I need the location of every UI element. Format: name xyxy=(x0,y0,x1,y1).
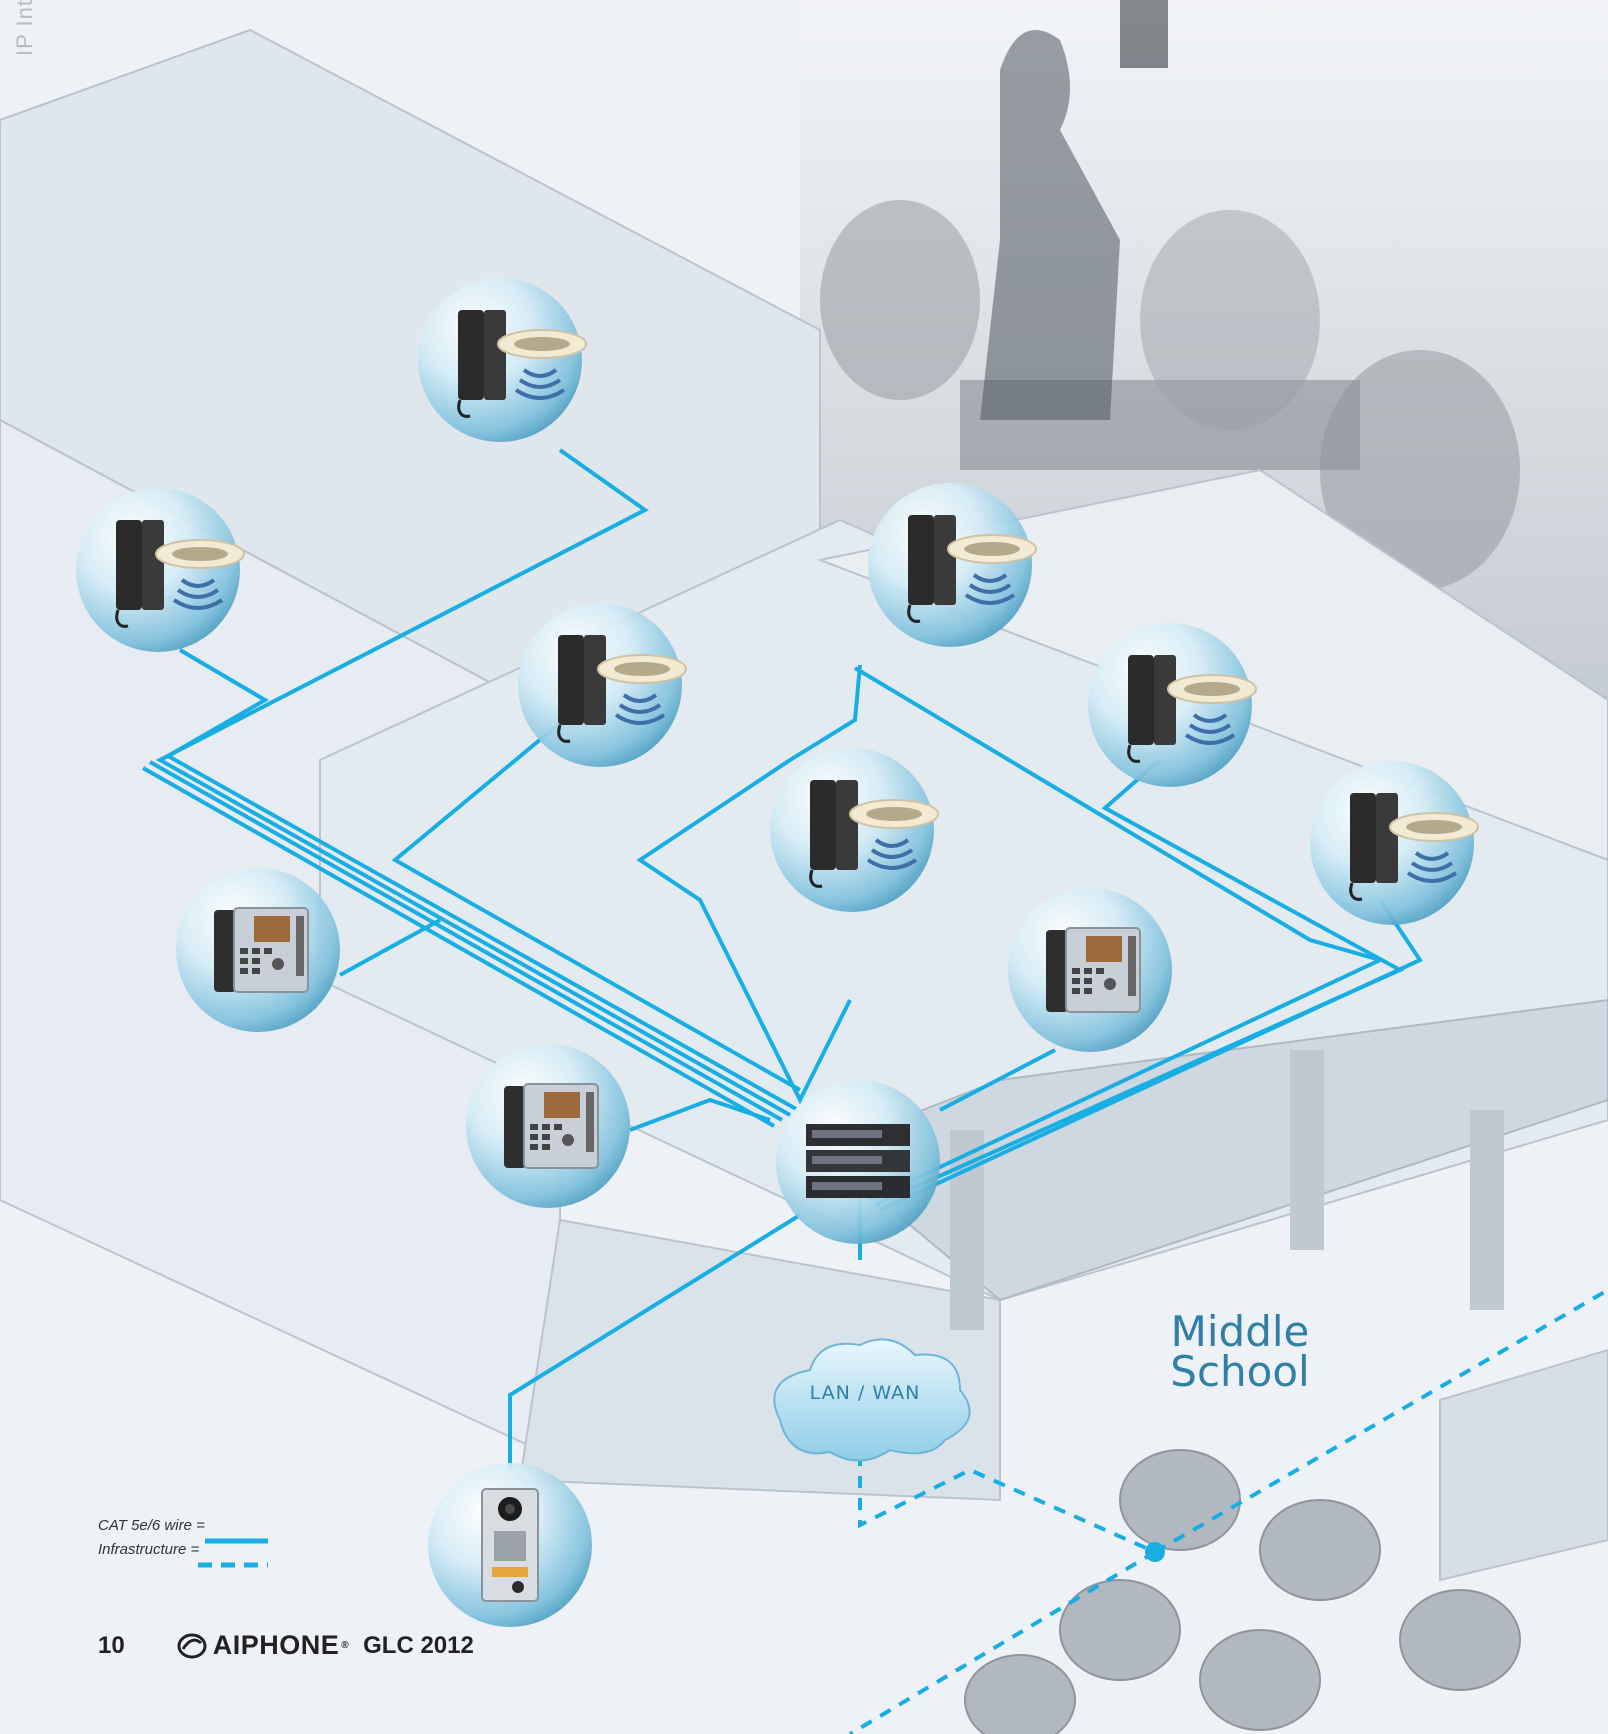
infrastructure-line xyxy=(858,1410,1156,1554)
legend: CAT 5e/6 wire = Infrastructure = xyxy=(98,1514,205,1562)
network-label: LAN / WAN xyxy=(809,1382,921,1404)
legend-row-infrastructure: Infrastructure = xyxy=(98,1538,205,1562)
side-section-label: IP Int xyxy=(12,0,37,56)
wire-line xyxy=(636,664,862,1105)
wire-line xyxy=(149,760,783,1122)
wire-line xyxy=(391,688,801,1092)
page-footer: 10 AIPHONE® GLC 2012 xyxy=(98,1630,474,1661)
handset-speaker-bubble xyxy=(518,603,688,767)
network-switch-bubble xyxy=(776,1080,940,1244)
wire-line xyxy=(853,666,1386,1202)
door-station-bubble xyxy=(428,1463,592,1627)
video-master-icon xyxy=(503,1083,599,1169)
handset-speaker-bubble xyxy=(76,488,246,652)
school-label-line1: Middle xyxy=(1170,1307,1310,1356)
video-master-bubble xyxy=(176,868,340,1032)
school-label-line2: School xyxy=(1170,1347,1310,1396)
infrastructure-lines xyxy=(848,1288,1608,1734)
legend-wire-label: CAT 5e/6 wire = xyxy=(98,1517,205,1534)
page-number: 10 xyxy=(98,1631,125,1659)
handset-speaker-bubble xyxy=(1310,761,1480,925)
video-master-bubble xyxy=(466,1044,630,1208)
trees xyxy=(964,1449,1521,1734)
handset-speaker-bubble xyxy=(770,748,940,912)
brand-logo: AIPHONE® xyxy=(177,1630,349,1661)
wire-line xyxy=(163,648,799,1112)
school-label: Middle School xyxy=(1120,1307,1360,1396)
legend-row-wire: CAT 5e/6 wire = xyxy=(98,1514,205,1538)
device-bubbles xyxy=(76,278,1480,1627)
wire-line xyxy=(629,1097,771,1132)
registered-mark: ® xyxy=(341,1640,350,1651)
video-master-icon xyxy=(213,907,309,993)
wire-line xyxy=(339,918,441,977)
network-switch-icon xyxy=(806,1124,910,1198)
handset-speaker-bubble xyxy=(418,278,588,442)
wire-line xyxy=(508,1213,802,1470)
brand-name: AIPHONE xyxy=(212,1630,340,1660)
wire-line xyxy=(874,758,1405,1207)
lan-wan-cloud xyxy=(773,1338,971,1462)
handset-speaker-bubble xyxy=(868,483,1038,647)
aiphone-logo-icon xyxy=(177,1633,207,1658)
wire-line xyxy=(155,448,791,1117)
wire-line xyxy=(939,1048,1056,1112)
door-station-icon xyxy=(481,1488,539,1602)
video-master-bubble xyxy=(1008,888,1172,1052)
legend-infrastructure-label: Infrastructure = xyxy=(98,1541,200,1558)
video-master-icon xyxy=(1045,927,1141,1013)
handset-speaker-bubble xyxy=(1088,623,1258,787)
wire-line xyxy=(142,766,775,1128)
network-junction-node xyxy=(1145,1542,1165,1562)
catalog-title: GLC 2012 xyxy=(363,1631,474,1659)
infrastructure-line xyxy=(848,1550,1157,1734)
